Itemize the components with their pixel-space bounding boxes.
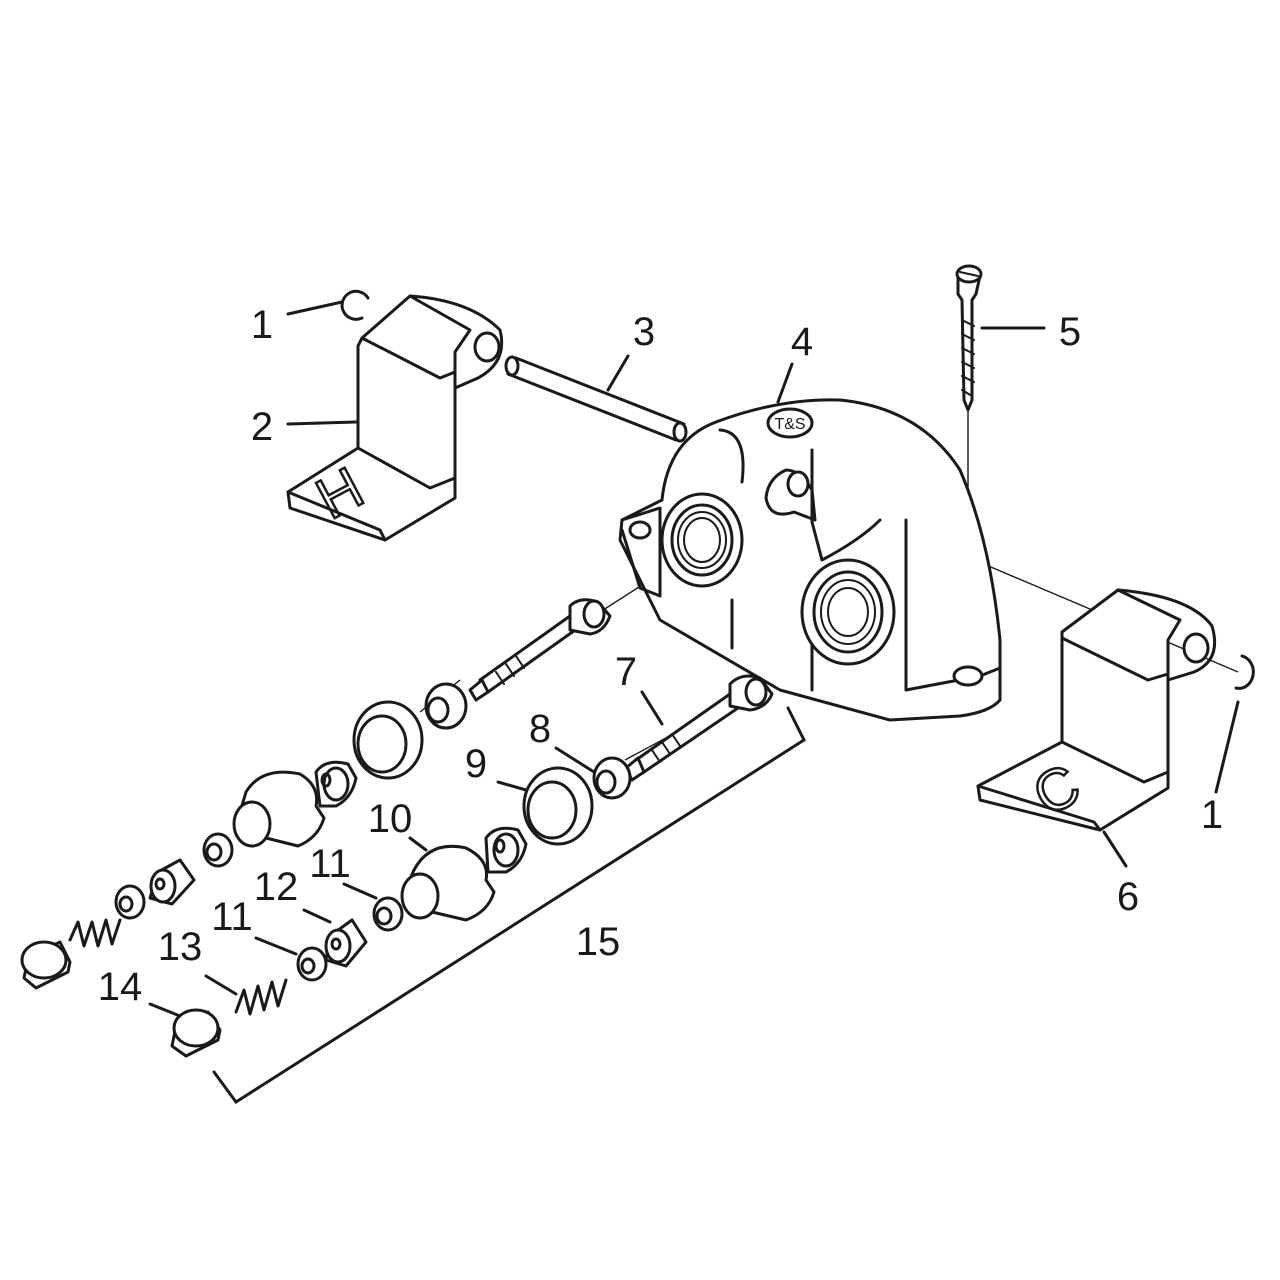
callout-1-left: 1 <box>251 303 273 347</box>
upper-handle-cap <box>20 940 72 990</box>
lower-spring-icon <box>234 978 288 1016</box>
lower-large-ring <box>522 766 594 846</box>
callout-3: 3 <box>633 310 655 354</box>
upper-bonnet-nut <box>232 760 358 848</box>
callout-11-lower: 11 <box>211 895 253 939</box>
lower-bonnet-nut <box>400 826 528 922</box>
callout-11-upper: 11 <box>309 842 351 886</box>
lower-handle-cap <box>170 1008 222 1058</box>
upper-spindle-bush <box>148 858 196 906</box>
callout-8: 8 <box>529 707 551 751</box>
upper-large-ring <box>352 700 424 780</box>
valve-stem-lower <box>624 674 774 782</box>
callout-9: 9 <box>465 742 487 786</box>
callout-5: 5 <box>1059 310 1081 354</box>
retaining-ring-icon <box>1234 654 1255 690</box>
upper-bush-washer <box>114 884 146 920</box>
hot-side-bracket: H <box>286 294 504 542</box>
upper-small-washer <box>424 682 468 730</box>
callout-15: 15 <box>576 920 621 964</box>
lower-spindle-bush <box>324 918 368 968</box>
upper-spring-icon <box>68 918 122 948</box>
callout-14: 14 <box>98 965 143 1009</box>
valve-stem-upper <box>468 598 612 702</box>
assembly-group-bracket <box>212 706 806 1105</box>
retaining-ring-icon <box>340 289 370 321</box>
callout-7: 7 <box>615 650 637 694</box>
body-stamp: T&S <box>774 416 805 433</box>
lower-nut-washer <box>372 896 404 932</box>
cold-side-bracket: C <box>976 588 1217 832</box>
lower-small-washer <box>592 756 632 800</box>
callout-6: 6 <box>1117 875 1139 919</box>
mounting-screw <box>955 264 983 412</box>
callout-2: 2 <box>251 405 273 449</box>
leader-lines <box>148 300 1240 1018</box>
pivot-pin <box>504 355 688 443</box>
callout-4: 4 <box>791 320 813 364</box>
callout-labels: 1 2 3 4 5 6 1 7 8 9 10 11 12 11 13 14 15 <box>98 303 1223 1009</box>
callout-13: 13 <box>158 925 203 969</box>
lower-bush-washer <box>296 946 328 982</box>
upper-nut-washer <box>202 832 234 868</box>
valve-body: T&S <box>618 398 1002 722</box>
callout-10: 10 <box>368 797 413 841</box>
callout-12: 12 <box>254 865 299 909</box>
callout-1-right: 1 <box>1201 793 1223 837</box>
